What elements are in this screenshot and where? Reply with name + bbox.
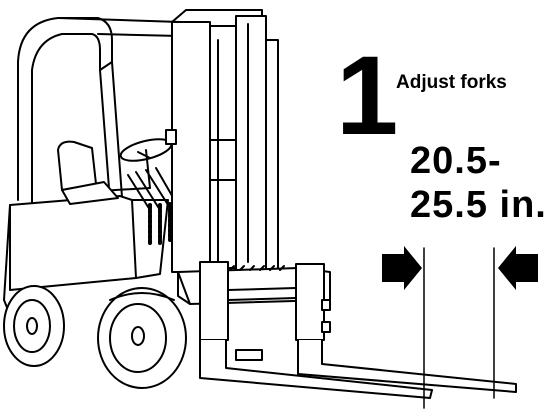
fork-spacing-spec-line2: 25.5 in. [410, 184, 547, 227]
arrow-right-icon [382, 246, 422, 290]
operator-seat [58, 142, 118, 204]
rear-wheel [4, 286, 64, 366]
step-title: Adjust forks [396, 72, 507, 94]
step-number: 1 [336, 40, 398, 152]
mast [166, 10, 278, 272]
fork-spacing-spec-line1: 20.5- [410, 140, 502, 183]
arrow-left-icon [498, 246, 538, 290]
front-wheel [98, 288, 186, 388]
